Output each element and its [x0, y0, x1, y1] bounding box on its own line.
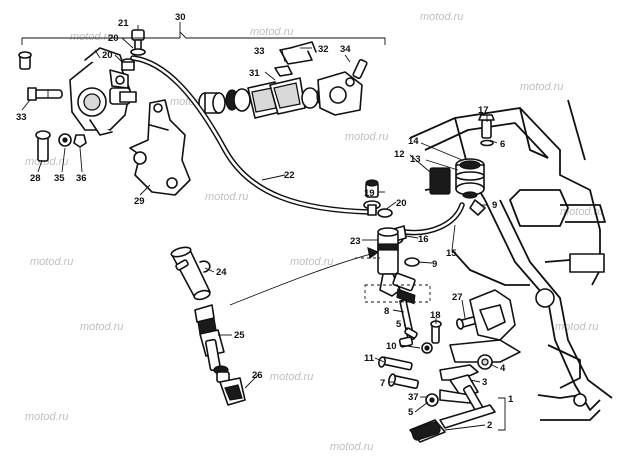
callout-5: 5 [408, 407, 414, 418]
assembly-lines [229, 247, 431, 306]
callout-35: 35 [54, 173, 65, 184]
callout-29: 29 [134, 196, 145, 207]
watermark: motod.ru [70, 31, 113, 43]
callout-3: 3 [482, 377, 487, 388]
watermark: motod.ru [205, 191, 248, 203]
brake-hose-22 [130, 55, 373, 215]
watermark: motod.ru [290, 256, 333, 268]
callout-22: 22 [284, 170, 295, 181]
brake-pads-pistons [198, 41, 368, 119]
callout-37: 37 [408, 392, 419, 403]
callout-20: 20 [102, 50, 113, 61]
watermark: motod.ru [25, 411, 68, 423]
watermark: motod.ru [560, 206, 603, 218]
watermark: motod.ru [420, 11, 463, 23]
motorcycle-frame [409, 99, 613, 421]
callout-30: 30 [175, 12, 186, 23]
callout-24: 24 [216, 267, 227, 278]
callout-15: 15 [446, 248, 457, 259]
callout-16: 16 [418, 234, 429, 245]
master-cylinder-23 [377, 227, 420, 305]
callout-20: 20 [396, 198, 407, 209]
callout-12: 12 [394, 149, 405, 160]
callout-31: 31 [249, 68, 260, 79]
callout-9: 9 [432, 259, 437, 270]
callout-11: 11 [364, 353, 375, 364]
callout-13: 13 [410, 154, 421, 165]
watermark: motod.ru [250, 26, 293, 38]
watermark: motod.ru [520, 81, 563, 93]
callout-23: 23 [350, 236, 361, 247]
callout-36: 36 [76, 173, 87, 184]
callout-8: 8 [384, 306, 389, 317]
group-bracket-30 [21, 22, 386, 45]
bolt-28-35-36 [35, 130, 87, 162]
callout-4: 4 [500, 363, 506, 374]
pushrod-8 [398, 299, 415, 348]
pin-33 [27, 87, 63, 101]
pedal-small-bolts [404, 320, 442, 354]
master-cylinder-repair-kit [170, 246, 246, 406]
watermark: motod.ru [80, 321, 123, 333]
callout-6: 6 [500, 139, 505, 150]
caliper-bracket-29 [129, 99, 191, 196]
callout-34: 34 [340, 44, 351, 55]
leader-lines [21, 25, 506, 431]
callout-2: 2 [487, 420, 492, 431]
callout-10: 10 [386, 341, 397, 352]
callout-21: 21 [118, 18, 129, 29]
callout-5: 5 [396, 319, 402, 330]
callout-9: 9 [492, 200, 497, 211]
brake-fluid-reservoir [429, 158, 486, 216]
watermark: motod.ru [330, 441, 373, 453]
callout-20: 20 [108, 33, 119, 44]
callout-27: 27 [452, 292, 463, 303]
watermark: motod.ru [270, 371, 313, 383]
screw-topleft [18, 51, 32, 70]
watermark: motod.ru [345, 131, 388, 143]
brake-pedal [439, 289, 521, 399]
callout-labels: 21 20 20 30 33 32 34 31 33 28 35 36 29 2… [16, 12, 514, 431]
watermark: motod.ru [25, 156, 68, 168]
pedal-pivot-hardware [378, 356, 496, 443]
reservoir-hose-15 [402, 202, 465, 236]
watermark: motod.ru [30, 256, 73, 268]
callout-14: 14 [408, 136, 419, 147]
watermark: motod.ru [555, 321, 598, 333]
callout-26: 26 [252, 370, 263, 381]
bleed-screw [121, 29, 146, 71]
callout-1: 1 [508, 394, 514, 405]
callout-17: 17 [478, 105, 489, 116]
callout-33: 33 [16, 112, 27, 123]
callout-33: 33 [254, 46, 265, 57]
callout-7: 7 [380, 378, 385, 389]
callout-18: 18 [430, 310, 441, 321]
callout-28: 28 [30, 173, 41, 184]
callout-19: 19 [364, 188, 375, 199]
callout-32: 32 [318, 44, 329, 55]
bolt-17 [478, 114, 495, 147]
callout-25: 25 [234, 330, 245, 341]
